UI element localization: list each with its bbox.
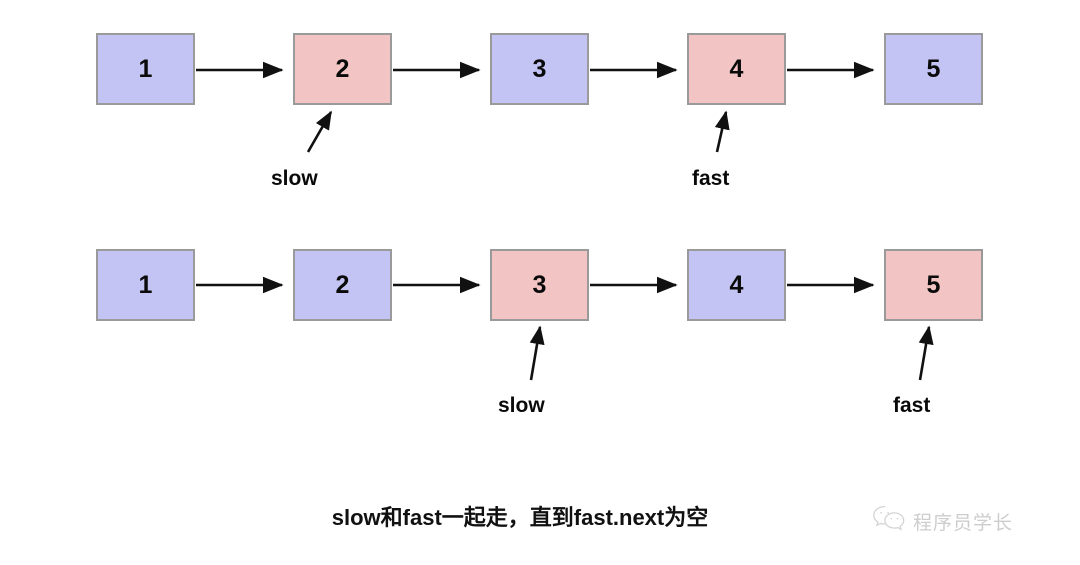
node-label: 1: [138, 270, 153, 299]
node-label: 5: [926, 270, 941, 299]
diagram-caption: slow和fast一起走，直到fast.next为空: [331, 505, 709, 530]
node-label: 4: [729, 54, 744, 83]
wechat-icon: [872, 505, 906, 537]
pointer-label-row2-slow: slow: [498, 394, 545, 417]
node-row2-3[interactable]: 3: [490, 249, 589, 321]
node-row1-4[interactable]: 4: [687, 33, 786, 105]
watermark: 程序员学长: [872, 505, 1013, 537]
node-label: 5: [926, 54, 941, 83]
node-row2-1[interactable]: 1: [96, 249, 195, 321]
node-row1-5[interactable]: 5: [884, 33, 983, 105]
node-label: 3: [532, 270, 547, 299]
node-row1-2[interactable]: 2: [293, 33, 392, 105]
node-row1-1[interactable]: 1: [96, 33, 195, 105]
pointer-label-row1-fast: fast: [692, 167, 730, 190]
node-row1-3[interactable]: 3: [490, 33, 589, 105]
row2-pointer-arrows: [529, 325, 934, 381]
node-label: 2: [335, 270, 350, 299]
node-row2-2[interactable]: 2: [293, 249, 392, 321]
pointer-label-row1-slow: slow: [271, 167, 318, 190]
node-label: 1: [138, 54, 153, 83]
row1-pointer-arrows: [306, 110, 730, 153]
node-label: 2: [335, 54, 350, 83]
node-label: 3: [532, 54, 547, 83]
node-label: 4: [729, 270, 744, 299]
pointer-label-row2-fast: fast: [893, 394, 931, 417]
node-row2-4[interactable]: 4: [687, 249, 786, 321]
watermark-text: 程序员学长: [913, 512, 1014, 534]
node-row2-5[interactable]: 5: [884, 249, 983, 321]
